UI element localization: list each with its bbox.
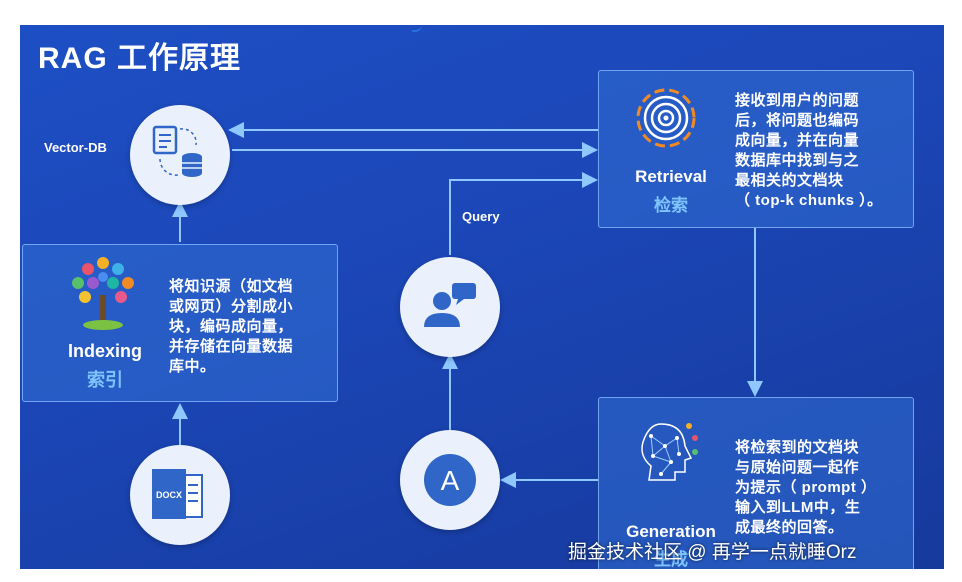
retrieval-description: 接收到用户的问题 后，将问题也编码 成向量，并在向量 数据库中找到与之 最相关的…	[735, 92, 883, 209]
answer-letter: A	[441, 465, 460, 496]
page-title: RAG 工作原理	[38, 42, 241, 75]
retrieval-title-zh: 检索	[654, 196, 688, 215]
document-node: DOCX	[130, 445, 230, 545]
generation-title: Generation	[626, 522, 716, 541]
flow-arrows	[172, 122, 763, 488]
generation-description: 将检索到的文档块 与原始问题一起作 为提示（ prompt ） 输入到LLM中，…	[735, 439, 877, 536]
arrow-query-to-retrieval	[449, 172, 598, 255]
watermark: 掘金技术社区 @ 再学一点就睡Orz	[568, 542, 857, 563]
indexing-description: 将知识源（如文档 或网页）分割成小 块，编码成向量， 并存储在向量数据 库中。	[169, 278, 294, 375]
indexing-title-zh: 索引	[87, 370, 123, 390]
generation-panel: Generation 生成 将检索到的文档块 与原始问题一起作 为提示（ pro…	[598, 397, 914, 569]
ai-head-icon	[641, 423, 698, 481]
user-node	[400, 257, 500, 357]
knowledge-tree-icon	[72, 257, 134, 330]
user-chat-icon	[424, 283, 476, 327]
vector-db-node	[130, 105, 230, 205]
indexing-title: Indexing	[67, 341, 142, 361]
query-label: Query	[462, 209, 500, 224]
top-decoration	[412, 25, 422, 32]
target-icon	[636, 88, 696, 148]
indexing-panel: Indexing 索引 将知识源（如文档 或网页）分割成小 块，编码成向量， 并…	[22, 244, 338, 402]
retrieval-panel: Retrieval 检索 接收到用户的问题 后，将问题也编码 成向量，并在向量 …	[598, 70, 914, 228]
answer-icon: A	[424, 454, 476, 506]
vector-db-label: Vector-DB	[44, 140, 107, 155]
docx-label: DOCX	[156, 490, 182, 500]
generation-title-zh: 生成	[654, 550, 688, 569]
retrieval-title: Retrieval	[635, 167, 707, 186]
docx-file-icon: DOCX	[152, 469, 203, 519]
rag-slide: RAG 工作原理 Vector-DB	[20, 25, 944, 569]
answer-node: A	[400, 430, 500, 530]
database-icon	[152, 125, 202, 177]
